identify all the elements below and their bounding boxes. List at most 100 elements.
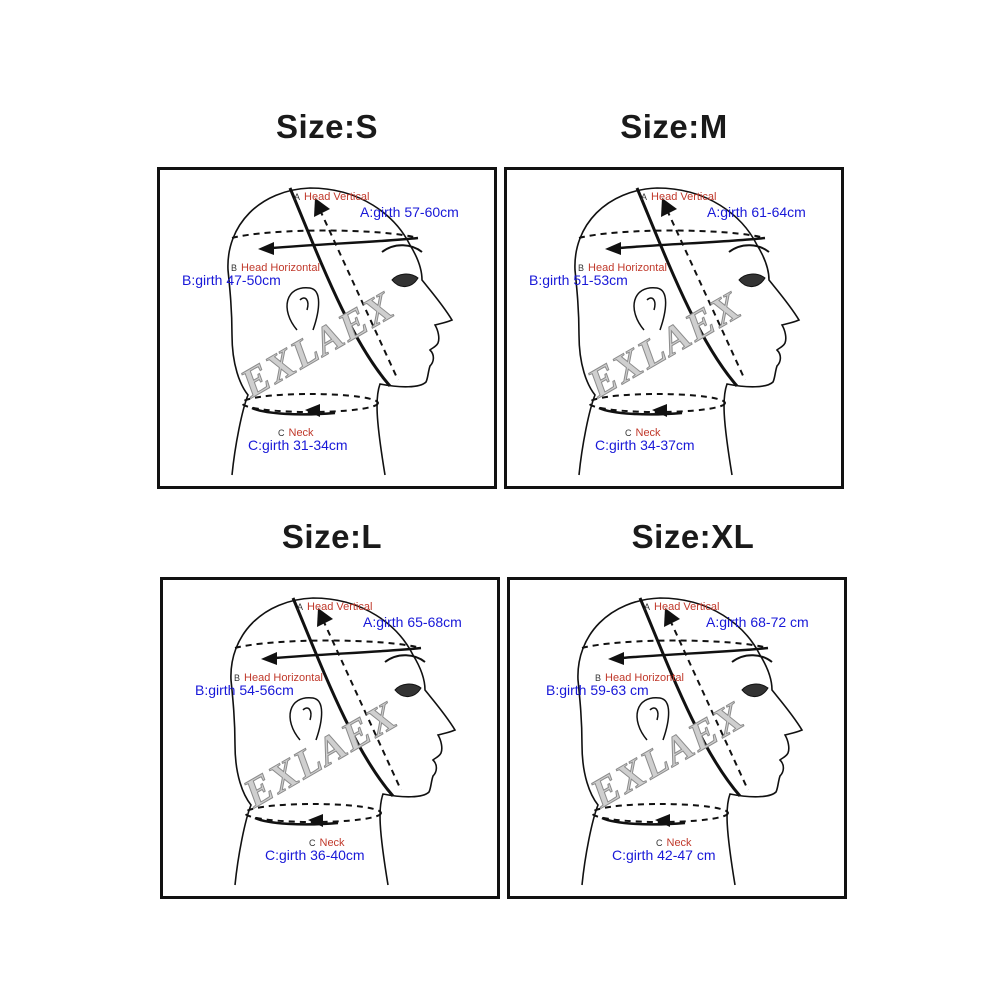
neck-girth: C:girth 36-40cm (265, 847, 365, 863)
vertical-girth: A:girth 61-64cm (707, 204, 806, 220)
letter-b: B (578, 263, 585, 273)
head-diagram (230, 597, 457, 886)
letter-b: B (231, 263, 238, 273)
vertical-curve (638, 597, 742, 797)
letter-a: A (294, 192, 301, 202)
vertical-curve (291, 597, 395, 797)
head-horizontal-label: Head Horizontal (588, 262, 667, 274)
size-title: Size:XL (631, 518, 755, 555)
neck-label: Neck (288, 427, 314, 439)
vertical-curve (288, 187, 392, 387)
neck-label: Neck (666, 837, 692, 849)
ear (633, 287, 667, 331)
neck-label: Neck (635, 427, 661, 439)
head-outline (230, 597, 457, 886)
horizontal-girth: B:girth 59-63 cm (546, 682, 649, 698)
head-horizontal-label: Head Horizontal (244, 672, 323, 684)
vertical-curve (635, 187, 739, 387)
vertical-dashed (666, 209, 746, 381)
eye (394, 683, 422, 697)
vertical-arrowhead (317, 608, 333, 627)
eyebrow (384, 654, 426, 663)
vertical-girth: A:girth 57-60cm (360, 204, 459, 220)
letter-b: B (234, 673, 241, 683)
horizontal-arrowhead (605, 242, 621, 255)
letter-a: A (297, 602, 304, 612)
horizontal-arrowhead (608, 652, 624, 665)
horizontal-arrowhead (261, 652, 277, 665)
neck-arrowhead (308, 814, 323, 827)
head-vertical-label: Head Vertical (651, 191, 717, 203)
letter-c: C (309, 838, 316, 848)
vertical-dashed (319, 209, 399, 381)
vertical-arrowhead (314, 198, 330, 217)
eye (741, 683, 769, 697)
vertical-dashed (669, 619, 749, 791)
head-vertical-label: Head Vertical (654, 601, 720, 613)
neck-girth: C:girth 31-34cm (248, 437, 348, 453)
neck-label: Neck (319, 837, 345, 849)
letter-c: C (656, 838, 663, 848)
neck-arrowhead (652, 404, 667, 417)
head-horizontal-label: Head Horizontal (605, 672, 684, 684)
head-diagram (577, 597, 804, 886)
eyebrow (728, 244, 770, 253)
vertical-girth: A:girth 65-68cm (363, 614, 462, 630)
horizontal-girth: B:girth 54-56cm (195, 682, 294, 698)
horizontal-dashed (581, 639, 769, 649)
neck-girth: C:girth 42-47 cm (612, 847, 716, 863)
letter-c: C (278, 428, 285, 438)
head-diagram (574, 187, 801, 476)
head-vertical-label: Head Vertical (304, 191, 370, 203)
horizontal-dashed (578, 229, 766, 239)
vertical-dashed (322, 619, 402, 791)
vertical-arrowhead (661, 198, 677, 217)
ear (636, 697, 670, 741)
horizontal-solid (274, 646, 422, 660)
head-horizontal-label: Head Horizontal (241, 262, 320, 274)
ear (286, 287, 320, 331)
horizontal-solid (618, 236, 766, 250)
size-title: Size:S (275, 108, 379, 145)
horizontal-dashed (231, 229, 419, 239)
horizontal-arrowhead (258, 242, 274, 255)
neck-solid (251, 406, 336, 416)
eyebrow (381, 244, 423, 253)
neck-arrowhead (655, 814, 670, 827)
letter-a: A (644, 602, 651, 612)
neck-solid (254, 816, 339, 826)
eye (738, 273, 766, 287)
letter-c: C (625, 428, 632, 438)
size-title: Size:M (620, 108, 728, 145)
horizontal-solid (621, 646, 769, 660)
size-title: Size:L (281, 518, 383, 555)
neck-solid (598, 406, 683, 416)
vertical-girth: A:girth 68-72 cm (706, 614, 809, 630)
horizontal-girth: B:girth 47-50cm (182, 272, 281, 288)
head-outline (574, 187, 801, 476)
head-diagram (227, 187, 454, 476)
horizontal-dashed (234, 639, 422, 649)
eye (391, 273, 419, 287)
neck-arrowhead (305, 404, 320, 417)
head-vertical-label: Head Vertical (307, 601, 373, 613)
head-outline (227, 187, 454, 476)
neck-girth: C:girth 34-37cm (595, 437, 695, 453)
horizontal-girth: B:girth 51-53cm (529, 272, 628, 288)
horizontal-solid (271, 236, 419, 250)
letter-b: B (595, 673, 602, 683)
